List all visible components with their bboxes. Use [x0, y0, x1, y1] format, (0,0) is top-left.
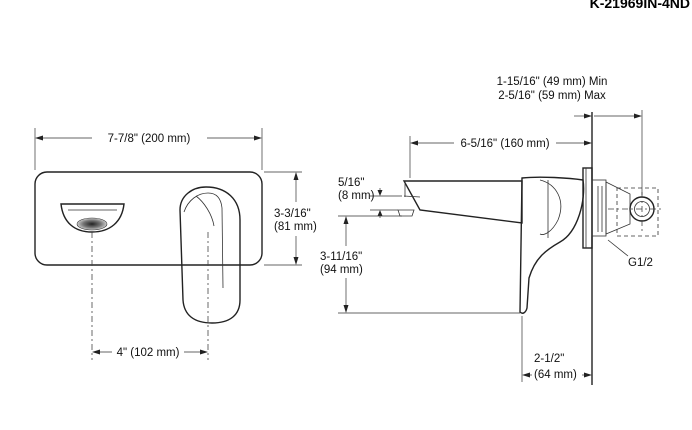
handle-front: [179, 186, 241, 324]
front-height-label: 3-3/16": [274, 208, 311, 220]
center-spacing-label: 4" (102 mm): [117, 347, 180, 359]
front-height-mm-label: (81 mm): [274, 221, 317, 233]
handle-projection-mm-label: (64 mm): [534, 369, 577, 381]
spout-height-mm-label: (94 mm): [320, 264, 363, 276]
wall-plate: [34, 171, 263, 266]
model-number: K-21969IN-4ND: [590, 0, 690, 11]
spout-reach-label: 6-5/16" (160 mm): [460, 138, 549, 150]
front-width-label: 7-7/8" (200 mm): [108, 133, 191, 145]
spout-height-label: 3-11/16": [320, 251, 362, 263]
thread-label: G1/2: [628, 257, 653, 269]
valve-body: [591, 179, 662, 237]
spout-outlet: [60, 203, 125, 233]
spout-thickness-mm-label: (8 mm): [338, 190, 375, 202]
side-view: G1/2 1-15/16" (49 mm) Min 2-5/16" (59 mm…: [320, 76, 662, 385]
wall-range-min-label: 1-15/16" (49 mm) Min: [497, 76, 608, 88]
handle-side: [519, 176, 585, 314]
handle-projection-label: 2-1/2": [534, 353, 564, 365]
spout-thickness-label: 5/16": [338, 177, 364, 189]
front-view: 7-7/8" (200 mm) 3-3/16" (81 mm) 4" (102 …: [34, 128, 317, 360]
spout-side: [402, 180, 523, 224]
wall-range-max-label: 2-5/16" (59 mm) Max: [498, 90, 606, 102]
